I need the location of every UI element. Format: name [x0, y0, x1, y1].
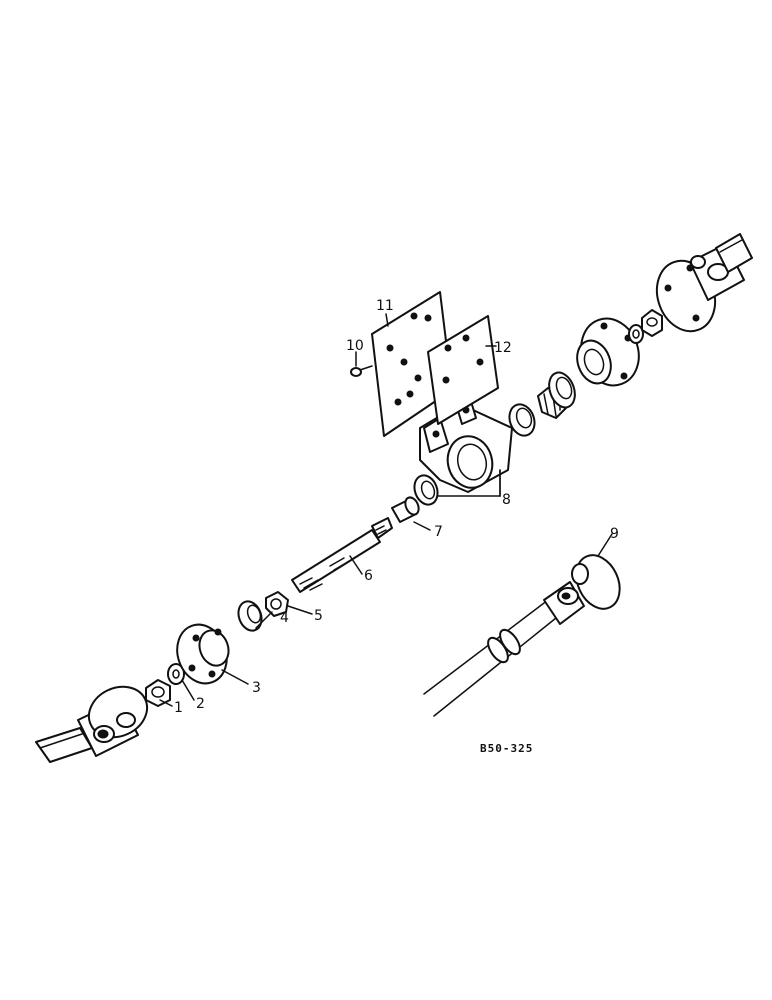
right-universal-yoke — [655, 243, 745, 333]
callout-10-label: 10 — [346, 338, 364, 354]
callout-3-label: 3 — [252, 680, 261, 696]
right-drive-shaft — [715, 233, 753, 273]
callout-11-label: 11 — [376, 298, 394, 314]
callout-12-label: 12 — [494, 340, 512, 356]
figure-reference-code: B50-325 — [480, 742, 533, 755]
part-12-spacer-plate — [427, 315, 499, 425]
part-1-nut — [145, 679, 171, 707]
part-10-bolt — [350, 365, 373, 377]
right-bearing-cup — [548, 371, 576, 409]
callout-7-label: 7 — [434, 524, 443, 540]
callout-9-label: 9 — [610, 526, 619, 542]
right-washer — [628, 324, 644, 344]
callout-4-label: 4 — [280, 610, 289, 626]
callout-5-label: 5 — [314, 608, 323, 624]
part-3-flange — [176, 623, 230, 685]
callout-1-label: 1 — [174, 700, 183, 716]
part-2-washer — [167, 663, 185, 685]
right-nut — [641, 309, 663, 337]
callout-8-label: 8 — [502, 492, 511, 508]
part-4-bearing-cup — [237, 600, 263, 632]
part-11-mounting-plate — [371, 291, 453, 437]
callout-6-label: 6 — [364, 568, 373, 584]
part-8-housing-assembly — [413, 397, 536, 506]
part-6-pinion-shaft — [291, 517, 393, 593]
right-flange — [576, 317, 640, 387]
part-5-bearing-cone — [265, 591, 289, 617]
part-9-drive-shaft — [423, 554, 621, 717]
part-7-bushing — [391, 496, 420, 523]
left-universal-yoke — [77, 685, 149, 757]
leader-lines — [159, 313, 613, 707]
callout-2-label: 2 — [196, 696, 205, 712]
